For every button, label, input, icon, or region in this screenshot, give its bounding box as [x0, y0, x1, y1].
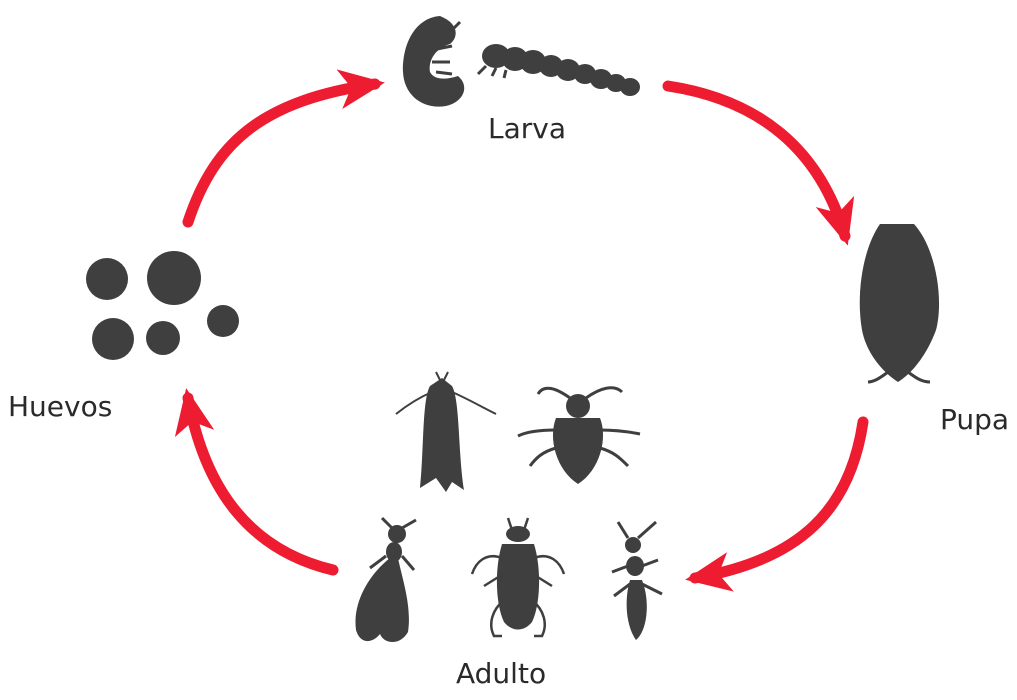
caterpillar-icon: [478, 44, 640, 96]
aphid-icon: [518, 388, 640, 484]
pupa-cocoon-icon: [860, 224, 939, 382]
arrow-pupa-to-adulto: [695, 422, 863, 578]
ant-icon: [612, 522, 662, 640]
beetle-icon: [472, 518, 564, 636]
stage-label-adulto: Adulto: [456, 657, 546, 690]
stage-label-huevos: Huevos: [8, 390, 112, 423]
larva-group: [403, 16, 640, 107]
arrow-larva-to-pupa: [668, 86, 845, 236]
cycle-arrows: [188, 84, 863, 578]
eggs-icon: [86, 251, 239, 360]
adult-insects-group: [355, 372, 662, 642]
arrow-adulto-to-huevos: [188, 398, 333, 570]
stage-label-pupa: Pupa: [940, 403, 1009, 436]
grub-larva-icon: [403, 16, 464, 107]
moth-icon: [396, 372, 496, 492]
arrow-huevos-to-larva: [188, 84, 375, 222]
stage-label-larva: Larva: [488, 112, 566, 145]
winged-termite-icon: [355, 518, 416, 642]
